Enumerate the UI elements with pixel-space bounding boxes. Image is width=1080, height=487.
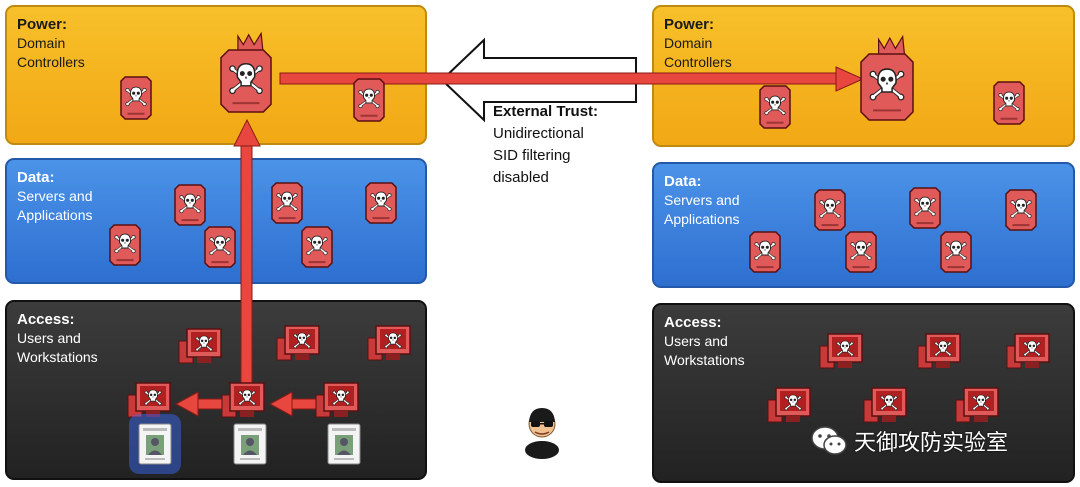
left-server-2 [271, 182, 303, 224]
left-workstation-6 [315, 382, 359, 418]
watermark-text: 天御攻防实验室 [854, 431, 1009, 456]
left-data-subtitle: Servers and Applications [17, 188, 93, 223]
left-workstation-2 [276, 325, 320, 361]
trust-line-2: SID filtering [493, 147, 571, 164]
trust-line-3: disabled [493, 169, 549, 186]
trust-title: External Trust: [493, 103, 599, 120]
attack-arrow-cross-forest [279, 66, 865, 92]
left-user-badge-1 [129, 414, 181, 474]
left-data-title: Data: [17, 169, 55, 186]
right-server-5 [845, 231, 877, 273]
attack-arrow-vertical [233, 118, 261, 395]
right-workstation-1 [819, 333, 863, 369]
wechat-icon [811, 426, 847, 455]
right-workstation-6 [955, 387, 999, 423]
external-trust-label: External Trust: Unidirectional SID filte… [493, 101, 598, 189]
watermark: 天御攻防实验室 [810, 425, 1008, 457]
left-workstation-5 [221, 382, 265, 418]
attacker-icon [525, 408, 559, 459]
left-dc-small-2 [353, 78, 385, 122]
right-workstation-4 [767, 387, 811, 423]
trust-line-1: Unidirectional [493, 125, 584, 142]
left-dc-primary [220, 31, 272, 113]
right-workstation-5 [863, 387, 907, 423]
right-data-subtitle: Servers and Applications [664, 192, 740, 227]
left-power-title: Power: [17, 16, 68, 33]
right-server-6 [940, 231, 972, 273]
right-data-title: Data: [664, 173, 702, 190]
left-server-3 [365, 182, 397, 224]
right-dc-primary [860, 34, 914, 121]
left-workstation-4 [127, 382, 171, 418]
right-access-subtitle: Users and Workstations [664, 333, 745, 368]
left-access-title: Access: [17, 311, 75, 328]
left-server-6 [301, 226, 333, 268]
left-access-subtitle: Users and Workstations [17, 330, 98, 365]
right-workstation-3 [1006, 333, 1050, 369]
right-server-2 [909, 187, 941, 229]
left-dc-small-1 [120, 76, 152, 120]
attack-arrow-access-left [174, 391, 228, 417]
right-data-tier: Data: Servers and Applications [652, 162, 1075, 288]
right-power-subtitle: Domain Controllers [664, 35, 732, 70]
right-server-1 [814, 189, 846, 231]
right-dc-small-2 [993, 81, 1025, 125]
left-server-5 [204, 226, 236, 268]
left-workstation-1 [178, 328, 222, 364]
right-workstation-2 [917, 333, 961, 369]
left-server-1 [174, 184, 206, 226]
left-server-4 [109, 224, 141, 266]
right-access-title: Access: [664, 314, 722, 331]
left-user-badge-3 [327, 423, 361, 465]
left-workstation-3 [367, 325, 411, 361]
right-dc-small-1 [759, 85, 791, 129]
left-power-subtitle: Domain Controllers [17, 35, 85, 70]
left-user-badge-2 [233, 423, 267, 465]
right-power-title: Power: [664, 16, 715, 33]
right-server-3 [1005, 189, 1037, 231]
right-server-4 [749, 231, 781, 273]
right-access-tier: Access: Users and Workstations [652, 303, 1075, 483]
